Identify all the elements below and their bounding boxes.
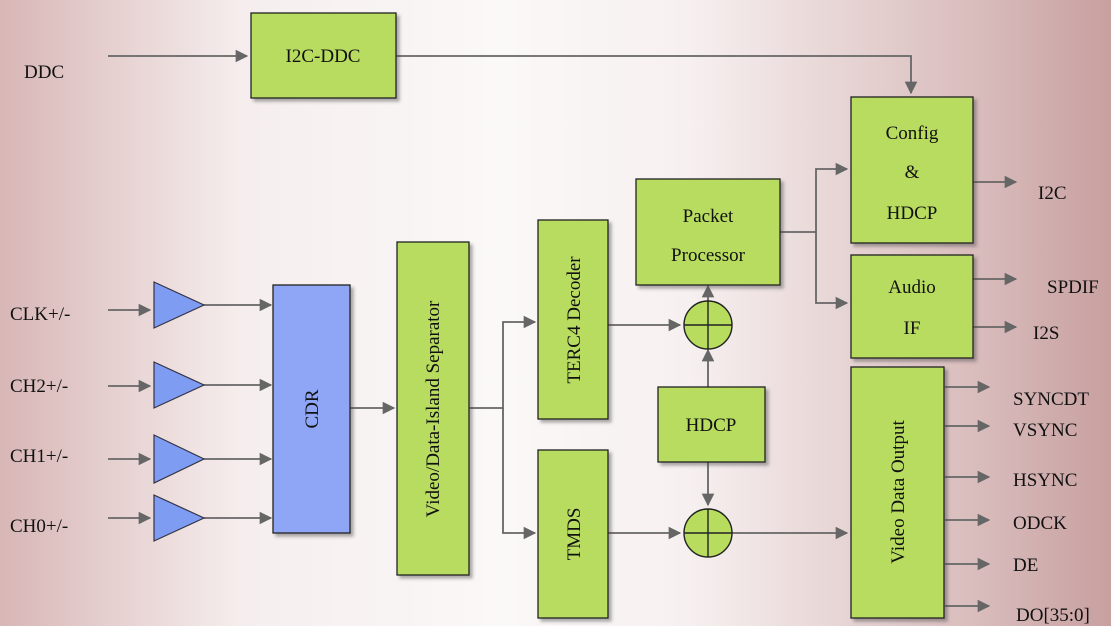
ch1-input-label: CH1+/-	[10, 446, 68, 467]
odck-output-label: ODCK	[1013, 513, 1067, 534]
wire-packet-audio	[815, 232, 849, 310]
i2c-output-label: I2C	[1038, 183, 1067, 204]
wire-separator-terc4	[469, 315, 537, 409]
xor-terc4-icon	[683, 300, 733, 350]
packet-processor-block	[635, 178, 781, 286]
wire-packet-config	[780, 162, 849, 233]
video-data-output-label: Video Data Output	[888, 420, 909, 564]
ddc-input-label: DDC	[24, 62, 64, 83]
packet-processor-label-line1: Packet	[683, 206, 734, 227]
ch2-input-label: CH2+/-	[10, 376, 68, 397]
cdr-block	[272, 284, 351, 534]
buffer-ch1	[153, 434, 206, 484]
tmds-block	[537, 449, 609, 619]
block-labels: I2C-DDC CDR Video/Data-Island Separator …	[286, 46, 939, 564]
config-label-line2: &	[905, 162, 920, 183]
video-data-output-block	[850, 366, 945, 619]
i2c-ddc-block	[250, 12, 397, 99]
wire-separator-tmds	[502, 408, 537, 540]
config-hdcp-block	[850, 96, 974, 244]
packet-processor-label-line2: Processor	[671, 245, 746, 266]
syncdt-output-label: SYNCDT	[1013, 389, 1089, 410]
hdcp-label: HDCP	[686, 415, 737, 436]
spdif-output-label: SPDIF	[1047, 277, 1099, 298]
cdr-label: CDR	[302, 389, 323, 428]
hsync-output-label: HSYNC	[1013, 470, 1077, 491]
xor-tmds-icon	[683, 508, 733, 558]
buffer-ch2	[153, 361, 206, 409]
separator-block	[396, 241, 470, 576]
i2c-ddc-label: I2C-DDC	[286, 46, 361, 67]
separator-label: Video/Data-Island Separator	[423, 300, 444, 517]
audio-if-block	[850, 254, 974, 359]
wires	[108, 49, 1018, 613]
de-output-label: DE	[1013, 555, 1038, 576]
input-buffers	[153, 281, 206, 542]
input-labels: DDC CLK+/- CH2+/- CH1+/- CH0+/-	[10, 62, 70, 537]
terc4-decoder-block	[537, 219, 609, 420]
i2s-output-label: I2S	[1033, 323, 1059, 344]
config-label-line3: HDCP	[887, 203, 938, 224]
buffer-ch0	[153, 494, 206, 542]
config-label-line1: Config	[886, 123, 939, 144]
audio-if-label-line2: IF	[904, 318, 921, 339]
wire-i2cddc-config	[396, 55, 918, 95]
audio-if-label-line1: Audio	[888, 277, 936, 298]
buffer-clk	[153, 281, 206, 329]
xor-combiners	[683, 300, 733, 558]
ch0-input-label: CH0+/-	[10, 516, 68, 537]
hdcp-block	[657, 386, 766, 463]
clk-input-label: CLK+/-	[10, 304, 70, 325]
output-labels: I2C SPDIF I2S SYNCDT VSYNC HSYNC ODCK DE…	[1013, 183, 1099, 626]
vsync-output-label: VSYNC	[1013, 420, 1077, 441]
do-output-label: DO[35:0]	[1016, 605, 1090, 626]
blocks	[250, 12, 974, 619]
terc4-decoder-label: TERC4 Decoder	[564, 256, 585, 384]
tmds-label: TMDS	[564, 508, 585, 561]
